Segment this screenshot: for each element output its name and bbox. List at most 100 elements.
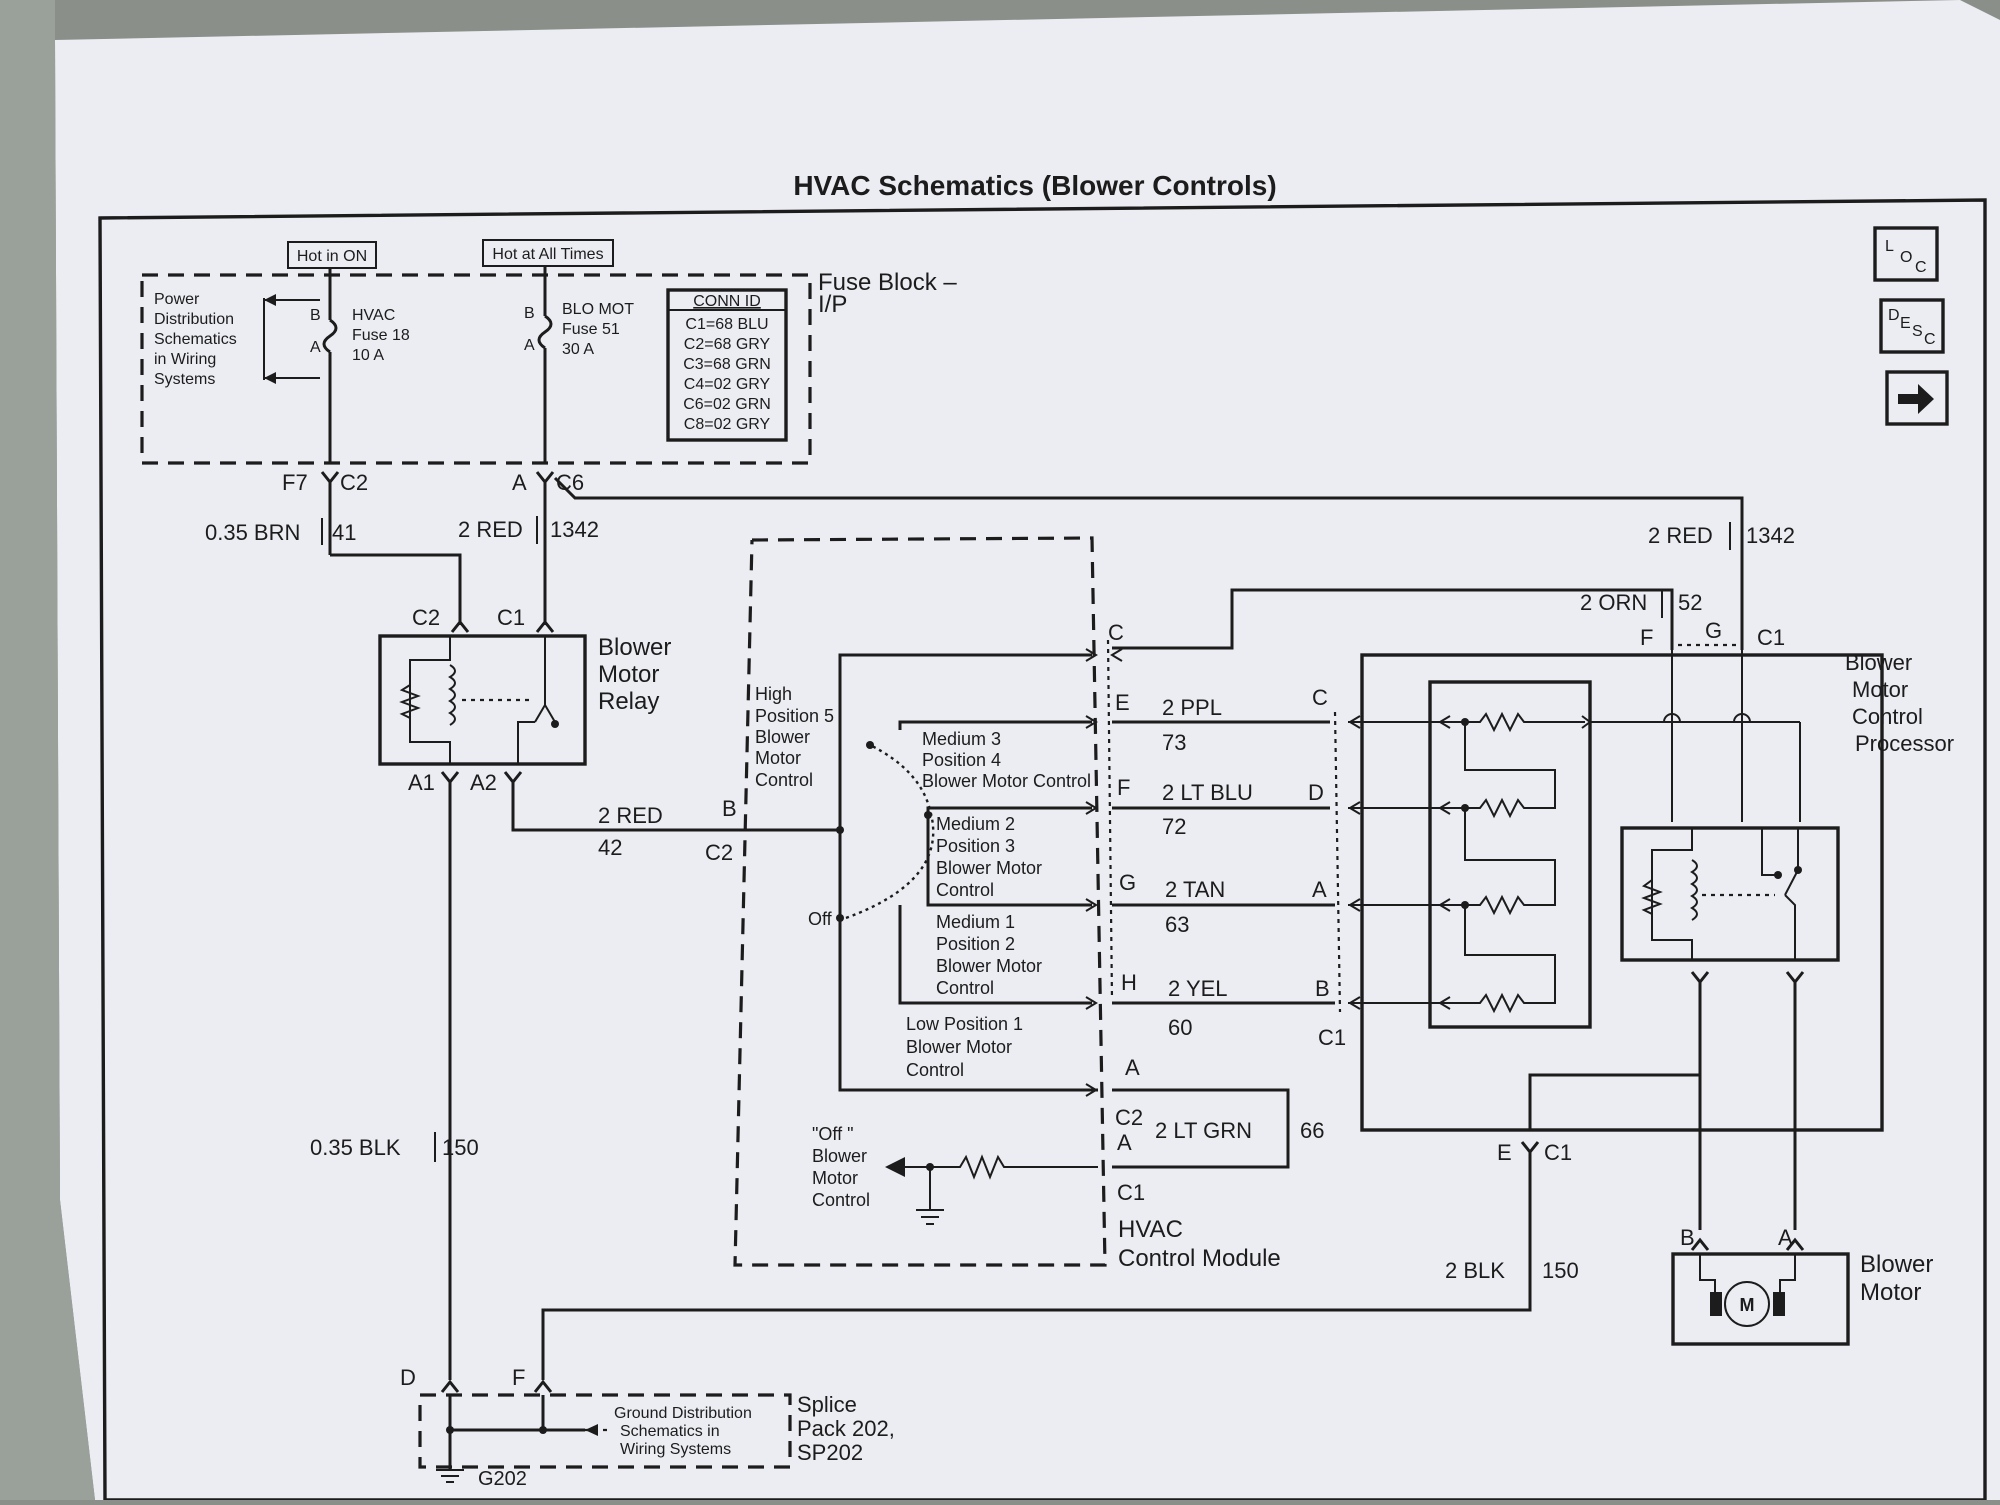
blower-motor-control-processor xyxy=(1360,653,1884,1132)
relay-c2-label: C2 xyxy=(412,605,440,630)
hot-in-on-label: Hot in ON xyxy=(297,248,367,265)
svg-text:C6=02 GRN: C6=02 GRN xyxy=(683,396,771,413)
hvac-module-label-1: HVAC xyxy=(1118,1216,1183,1243)
svg-text:M: M xyxy=(1740,1295,1755,1315)
svg-text:Blower: Blower xyxy=(755,727,810,747)
wire-1342-red-across xyxy=(553,476,1744,650)
relay-label-2: Motor xyxy=(598,661,659,688)
svg-text:2 PPL: 2 PPL xyxy=(1162,695,1222,720)
processor-internal-relay xyxy=(1620,826,1840,962)
ground-distribution-note: Ground Distribution Schematics in Wiring… xyxy=(614,1405,752,1458)
connector-f7-label: F7 xyxy=(282,470,308,495)
svg-text:in Wiring: in Wiring xyxy=(154,351,216,368)
wire-72-ltblu: 2 LT BLU 72 D xyxy=(1112,780,1330,839)
wire-1342-right-label: 2 RED xyxy=(1648,523,1713,548)
paper-shadow-edge xyxy=(0,0,95,1500)
module-high-line xyxy=(838,653,1092,830)
module-med1-line xyxy=(926,815,1092,907)
splice-pin-f: F xyxy=(512,1365,525,1390)
module-low-line xyxy=(898,905,1092,1005)
svg-text:Medium 3: Medium 3 xyxy=(922,729,1001,749)
svg-text:C: C xyxy=(1924,331,1936,348)
off-label: Off xyxy=(808,909,833,929)
hvac-pin-a: A xyxy=(1125,1055,1140,1080)
svg-text:D: D xyxy=(1888,307,1900,324)
wire-42-label: 2 RED xyxy=(598,803,663,828)
svg-text:Distribution: Distribution xyxy=(154,311,234,328)
svg-text:C8=02 GRY: C8=02 GRY xyxy=(684,416,771,433)
proc-pin-f: F xyxy=(1640,625,1653,650)
splice-label-3: SP202 xyxy=(797,1440,863,1465)
svg-text:A: A xyxy=(1312,877,1327,902)
wire-52-label: 2 ORN xyxy=(1580,590,1647,615)
hvac-pin-c: C xyxy=(1108,620,1124,645)
hvac-module-dashed-outline xyxy=(733,536,1107,1267)
svg-text:A: A xyxy=(310,339,321,356)
hvac-pin-g: G xyxy=(1119,870,1136,895)
conn-id-table: CONN ID C1=68 BLU C2=68 GRY C3=68 GRN C4… xyxy=(666,288,788,442)
wire-52-orn xyxy=(1112,588,1674,650)
hvac-b-pin: B xyxy=(722,796,737,821)
blo-mot-fuse-51: B A BLO MOT Fuse 51 30 A xyxy=(524,266,634,462)
splice-internal-bus xyxy=(446,1395,610,1470)
svg-text:30 A: 30 A xyxy=(562,341,594,358)
relay-a1-label: A1 xyxy=(408,770,435,795)
svg-text:C: C xyxy=(1915,259,1927,276)
blower-motor-relay xyxy=(378,634,587,766)
svg-text:Systems: Systems xyxy=(154,371,215,388)
wire-66-num: 66 xyxy=(1300,1118,1324,1143)
svg-text:E: E xyxy=(1900,315,1911,332)
wire-150-label: 0.35 BLK xyxy=(310,1135,401,1160)
loc-icon[interactable]: L O C xyxy=(1873,226,1939,282)
svg-text:C1=68 BLU: C1=68 BLU xyxy=(685,316,768,333)
connector-a-label: A xyxy=(512,470,527,495)
relay-a2-label: A2 xyxy=(470,770,497,795)
svg-text:S: S xyxy=(1912,323,1923,340)
relay-internals xyxy=(399,636,559,764)
svg-text:L: L xyxy=(1885,238,1894,255)
page-title: HVAC Schematics (Blower Controls) xyxy=(793,170,1276,201)
svg-text:BLO MOT: BLO MOT xyxy=(562,301,634,318)
arrow-right-icon[interactable] xyxy=(1885,370,1949,426)
hvac-module-label-2: Control Module xyxy=(1118,1245,1281,1272)
svg-text:10 A: 10 A xyxy=(352,347,384,364)
motor-pin-a: A xyxy=(1778,1225,1793,1250)
off-blower-motor-control: "Off " Blower Motor Control xyxy=(812,1124,1098,1225)
splice-pack-dashed-outline xyxy=(418,1393,792,1469)
svg-text:Schematics in: Schematics in xyxy=(620,1423,720,1440)
wire-150-2blk xyxy=(541,1152,1532,1380)
high-position-label: High Position 5 Blower Motor Control xyxy=(755,684,834,790)
svg-text:Wiring Systems: Wiring Systems xyxy=(620,1441,731,1458)
svg-text:High: High xyxy=(755,684,792,704)
svg-text:Blower Motor: Blower Motor xyxy=(936,956,1042,976)
motor-pin-b: B xyxy=(1680,1225,1695,1250)
svg-text:73: 73 xyxy=(1162,730,1186,755)
low-position-label: Low Position 1 Blower Motor Control xyxy=(906,1014,1023,1080)
paper-sheet xyxy=(55,0,2000,1500)
svg-text:Low Position 1: Low Position 1 xyxy=(906,1014,1023,1034)
desc-icon[interactable]: D E S C xyxy=(1879,298,1945,354)
proc-c1-bottom: C1 xyxy=(1544,1140,1572,1165)
svg-text:Medium 2: Medium 2 xyxy=(936,814,1015,834)
splice-label-1: Splice xyxy=(797,1392,857,1417)
hvac-a-lower: A xyxy=(1117,1130,1132,1155)
hvac-pin-h: H xyxy=(1121,970,1137,995)
svg-text:2 LT BLU: 2 LT BLU xyxy=(1162,780,1253,805)
processor-label-3: Control xyxy=(1852,704,1923,729)
svg-text:B: B xyxy=(524,305,535,322)
module-bus xyxy=(742,828,1098,1092)
hvac-pin-f: F xyxy=(1117,775,1130,800)
hvac-c1-lower: C1 xyxy=(1117,1180,1145,1205)
svg-text:Position 5: Position 5 xyxy=(755,706,834,726)
svg-text:2 TAN: 2 TAN xyxy=(1165,877,1225,902)
svg-text:Power: Power xyxy=(154,291,200,308)
motor-icon: M xyxy=(1699,1254,1796,1327)
hot-at-all-times-label: Hot at All Times xyxy=(492,246,603,263)
svg-text:D: D xyxy=(1308,780,1324,805)
blower-motor xyxy=(1671,1252,1850,1346)
wire-42-num: 42 xyxy=(598,835,622,860)
wire-60-yel: 2 YEL 60 B C1 xyxy=(1112,976,1346,1050)
svg-text:Fuse 18: Fuse 18 xyxy=(352,327,410,344)
